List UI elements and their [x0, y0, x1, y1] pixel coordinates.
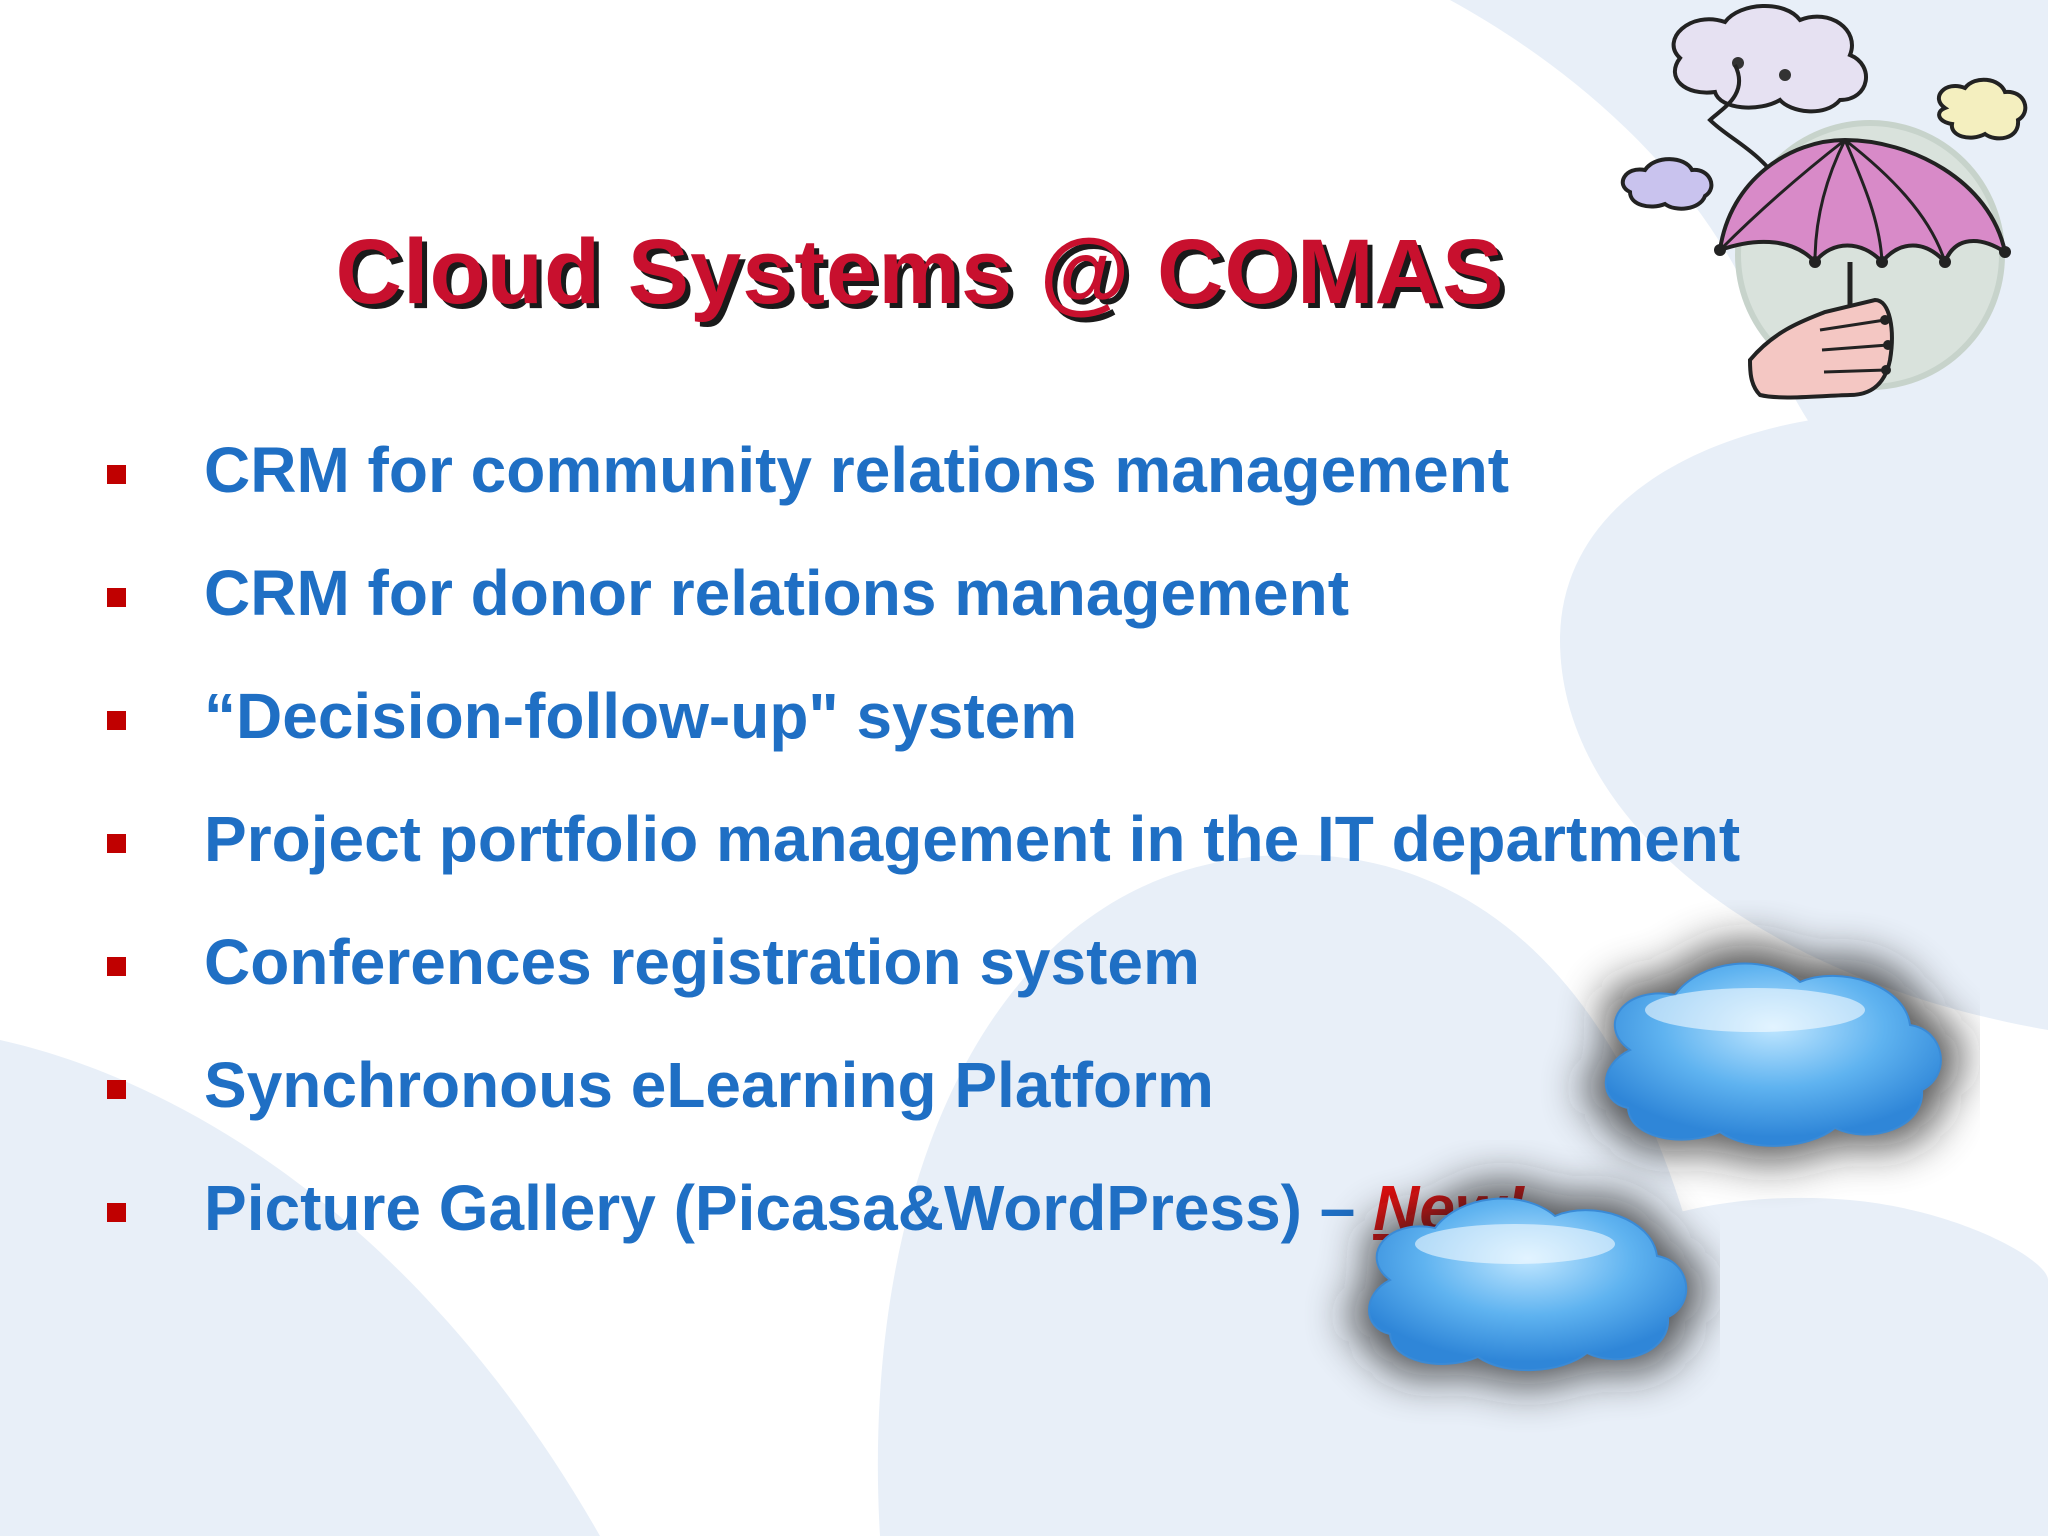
bullet-text: Synchronous eLearning Platform [204, 1049, 1214, 1121]
bullet-square-icon [107, 957, 126, 976]
bullet-item: Project portfolio management in the IT d… [0, 802, 2048, 902]
bullet-item: CRM for community relations management [0, 433, 2048, 533]
bullet-square-icon [107, 465, 126, 484]
bullet-text: CRM for community relations management [204, 434, 1510, 506]
bullet-text: Conferences registration system [204, 926, 1200, 998]
bullet-item: Conferences registration system [0, 925, 2048, 1025]
bullet-square-icon [107, 711, 126, 730]
bullet-text-main: Picture Gallery (Picasa&WordPress) – [204, 1172, 1374, 1244]
blue-cloud-icon [1348, 1182, 1705, 1386]
bullet-square-icon [107, 834, 126, 853]
bullet-square-icon [107, 1203, 126, 1222]
bullet-item: “Decision-follow-up" system [0, 679, 2048, 779]
blue-cloud-icon [1584, 943, 1962, 1161]
bullet-square-icon [107, 1080, 126, 1099]
bullet-item: CRM for donor relations management [0, 556, 2048, 656]
umbrella-cloud-clipart-icon [1620, 4, 2028, 400]
bullet-text: CRM for donor relations management [204, 557, 1349, 629]
bullet-text: Project portfolio management in the IT d… [204, 803, 1741, 875]
bullet-text: “Decision-follow-up" system [204, 680, 1078, 752]
bullet-square-icon [107, 588, 126, 607]
bullet-item: Synchronous eLearning Platform [0, 1048, 2048, 1148]
slide-title: Cloud Systems @ COMAS [335, 220, 1505, 323]
